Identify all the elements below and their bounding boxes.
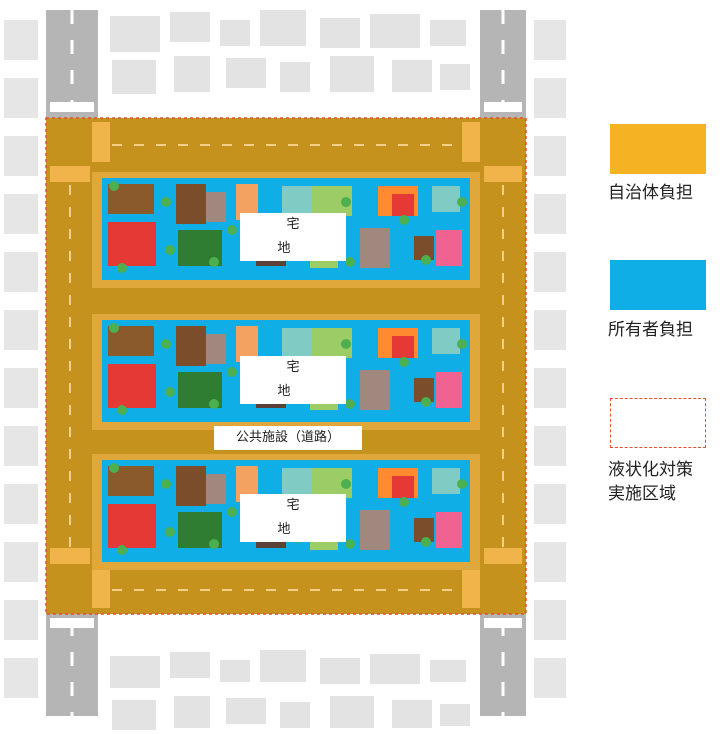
tree bbox=[421, 537, 431, 547]
tree bbox=[117, 263, 127, 273]
house bbox=[436, 372, 462, 408]
tree bbox=[341, 197, 351, 207]
house bbox=[108, 222, 156, 266]
tree bbox=[109, 323, 119, 333]
road-lane-markings bbox=[69, 144, 504, 591]
residential-block-1 bbox=[92, 172, 480, 288]
legend-label-owner: 所有者負担 bbox=[608, 320, 693, 340]
house bbox=[432, 186, 460, 212]
tree bbox=[209, 539, 219, 549]
house bbox=[236, 466, 258, 502]
house bbox=[176, 184, 206, 224]
house bbox=[108, 504, 156, 548]
tree bbox=[345, 399, 355, 409]
house bbox=[392, 476, 414, 498]
tree bbox=[341, 479, 351, 489]
tree bbox=[399, 497, 409, 507]
house bbox=[432, 468, 460, 494]
house bbox=[206, 474, 226, 504]
tree bbox=[421, 397, 431, 407]
house bbox=[282, 186, 312, 214]
house bbox=[176, 466, 206, 506]
tree bbox=[161, 197, 171, 207]
tree bbox=[209, 257, 219, 267]
house bbox=[414, 378, 434, 402]
house bbox=[432, 328, 460, 354]
house bbox=[392, 194, 414, 216]
house bbox=[206, 334, 226, 364]
house bbox=[360, 510, 390, 550]
tree bbox=[227, 507, 237, 517]
house bbox=[414, 518, 434, 542]
tree bbox=[161, 339, 171, 349]
lot-label-3: 宅 地 bbox=[240, 494, 346, 542]
tree bbox=[109, 463, 119, 473]
legend-swatch-liquefaction-area bbox=[610, 398, 706, 448]
legend-swatch-municipality bbox=[610, 124, 706, 174]
tree bbox=[117, 545, 127, 555]
tree bbox=[165, 245, 175, 255]
tree bbox=[341, 339, 351, 349]
house bbox=[360, 228, 390, 268]
house bbox=[206, 192, 226, 222]
house bbox=[108, 364, 156, 408]
house bbox=[436, 512, 462, 548]
legend-label-liquefaction-area: 液状化対策 実施区域 bbox=[608, 460, 693, 504]
tree bbox=[399, 215, 409, 225]
house bbox=[176, 326, 206, 366]
tree bbox=[421, 255, 431, 265]
tree bbox=[227, 225, 237, 235]
tree bbox=[209, 399, 219, 409]
tree bbox=[165, 527, 175, 537]
tree bbox=[161, 479, 171, 489]
tree bbox=[345, 539, 355, 549]
tree bbox=[457, 339, 467, 349]
lot-label-2: 宅 地 bbox=[240, 356, 346, 404]
crosswalks bbox=[50, 102, 522, 628]
liquefaction-area-border bbox=[45, 117, 527, 615]
house bbox=[414, 236, 434, 260]
tree bbox=[457, 197, 467, 207]
tree bbox=[457, 479, 467, 489]
surrounding-buildings bbox=[4, 10, 566, 730]
tree bbox=[109, 181, 119, 191]
house bbox=[282, 328, 312, 356]
house bbox=[282, 468, 312, 496]
lot-label-1: 宅 地 bbox=[240, 213, 346, 261]
legend-label-municipality: 自治体負担 bbox=[608, 183, 693, 203]
house bbox=[360, 370, 390, 410]
legend-swatch-owner bbox=[610, 260, 706, 310]
public-facility-label: 公共施設（道路） bbox=[214, 426, 362, 450]
house bbox=[436, 230, 462, 266]
tree bbox=[165, 387, 175, 397]
tree bbox=[227, 367, 237, 377]
house bbox=[392, 336, 414, 358]
tree bbox=[345, 257, 355, 267]
road-crosswalks bbox=[50, 122, 522, 608]
house bbox=[236, 326, 258, 362]
tree bbox=[399, 357, 409, 367]
house bbox=[236, 184, 258, 220]
tree bbox=[117, 405, 127, 415]
